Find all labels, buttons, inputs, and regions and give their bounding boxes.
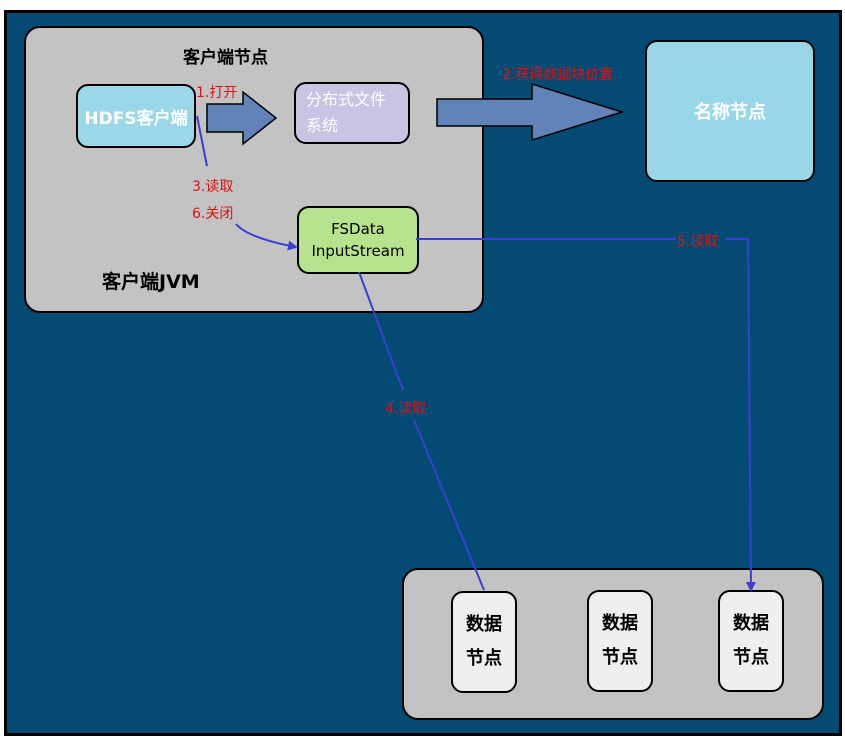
dfs-label-line1: 分布式文件 <box>306 90 387 109</box>
dfs-label-line2: 系统 <box>306 116 339 135</box>
step-open-label: 1.打开 <box>196 85 238 101</box>
open-arrow <box>206 90 278 146</box>
step-get-block-locations-label: 2.获得数据块位置 <box>502 67 614 83</box>
data-node-1-line2: 节点 <box>466 648 502 669</box>
read-line-4 <box>358 271 485 591</box>
data-node-2-line1: 数据 <box>602 613 638 634</box>
get-block-locations-arrow <box>436 82 625 142</box>
data-node-1-line1: 数据 <box>466 614 502 635</box>
close-line-6 <box>235 223 298 251</box>
client-jvm-label: 客户端JVM <box>102 271 200 293</box>
fsdata-inputstream-box: FSData InputStream <box>297 206 419 274</box>
stream-label-line2: InputStream <box>311 242 405 260</box>
hdfs-client-label: HDFS客户端 <box>84 108 188 129</box>
name-node-label: 名称节点 <box>694 102 766 123</box>
name-node-box: 名称节点 <box>645 40 815 182</box>
data-node-2: 数据 节点 <box>587 590 653 692</box>
stream-label-line1: FSData <box>331 220 385 238</box>
distributed-file-system-box: 分布式文件 系统 <box>294 82 410 144</box>
data-node-2-line2: 节点 <box>602 647 638 668</box>
data-node-3: 数据 节点 <box>718 590 784 692</box>
data-node-3-line1: 数据 <box>733 613 769 634</box>
step-close-label: 6.关闭 <box>192 206 234 222</box>
data-node-1: 数据 节点 <box>451 591 517 693</box>
step-read5-label: 5.读取 <box>677 234 719 250</box>
read-line-5 <box>416 238 751 590</box>
hdfs-client-box: HDFS客户端 <box>76 84 196 148</box>
read-line-3 <box>196 115 208 167</box>
step-read3-label: 3.读取 <box>192 179 234 195</box>
step-read4-label: 4.读取 <box>385 401 427 417</box>
data-node-3-line2: 节点 <box>733 647 769 668</box>
client-node-title: 客户端节点 <box>183 48 268 68</box>
